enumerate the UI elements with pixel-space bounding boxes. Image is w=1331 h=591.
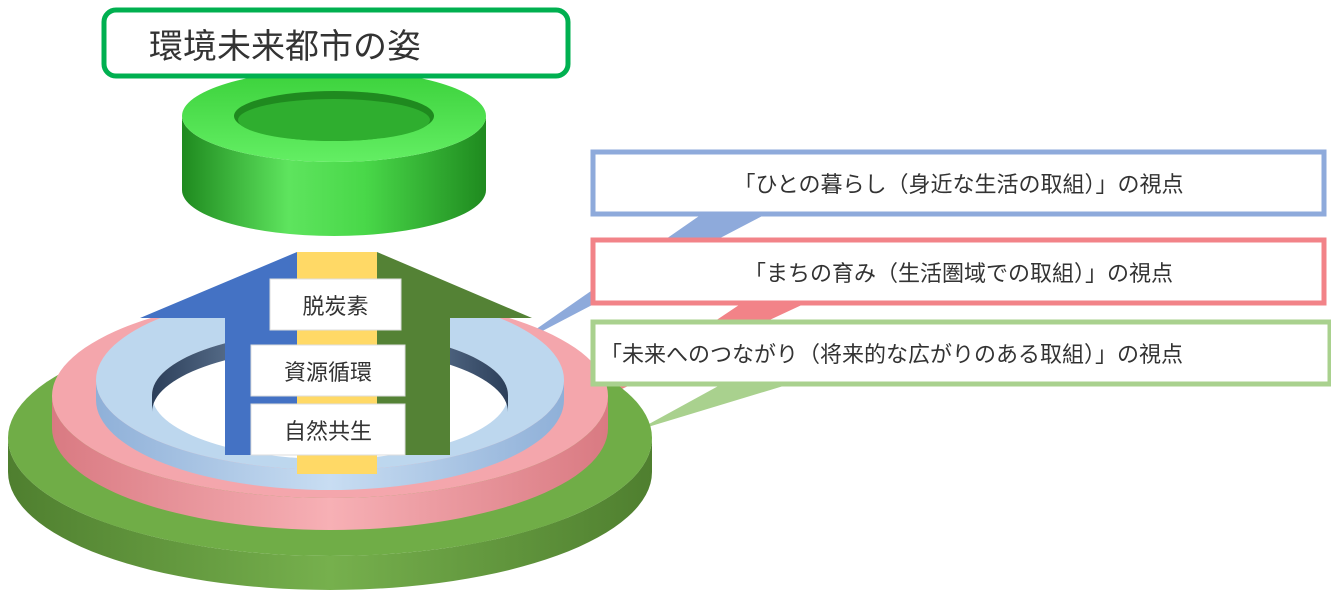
title-box <box>101 7 571 79</box>
callout-pointer-3 <box>638 384 790 430</box>
callout-box-3 <box>590 319 1331 387</box>
callout-box-2 <box>590 237 1327 306</box>
perspective-label-future: 「未来へのつながり（将来的な広がりのある取組）」の視点 <box>600 343 1184 368</box>
pillar-resource-circulation: 資源循環 <box>283 360 372 386</box>
perspective-label-daily-life: 「ひとの暮らし（身近な生活の取組）」の視点 <box>733 173 1184 198</box>
goal-ring <box>182 70 486 236</box>
perspective-label-community: 「まちの育み（生活圏域での取組）」の視点 <box>743 261 1173 287</box>
title-text: 環境未来都市の姿 <box>149 26 421 67</box>
pillar-box-2 <box>250 344 406 397</box>
pillar-box-3 <box>250 403 406 456</box>
pillar-nature-coexistence: 自然共生 <box>283 419 372 445</box>
callout-box-1 <box>590 149 1327 217</box>
pillar-decarbonization: 脱炭素 <box>302 294 369 320</box>
arrow-right-half <box>377 252 532 455</box>
pillar-box-1 <box>269 278 402 331</box>
